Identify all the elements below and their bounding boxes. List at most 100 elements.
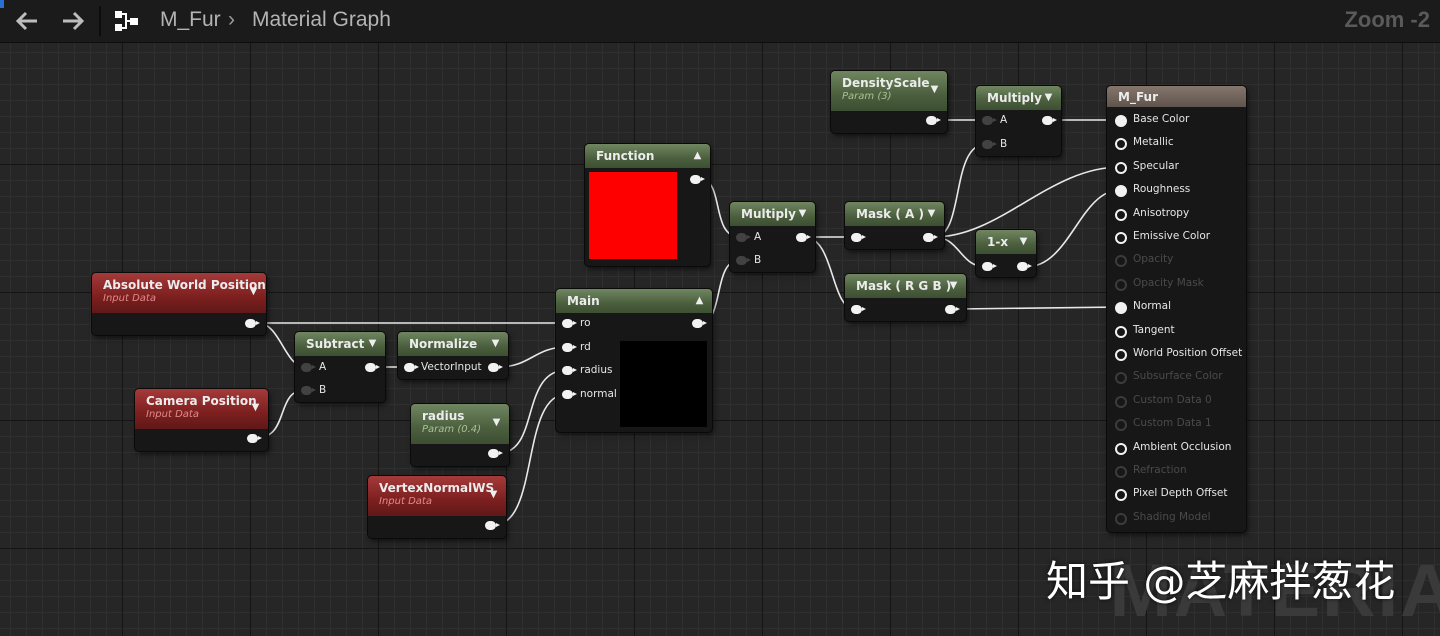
forward-button[interactable] <box>60 8 86 34</box>
node-header[interactable]: Multiply ▼ <box>976 86 1061 110</box>
chevron-down-icon[interactable]: ▼ <box>491 338 500 349</box>
input-pin-b[interactable] <box>301 386 316 395</box>
node-header[interactable]: VertexNormalWS Input Data ▼ <box>368 476 506 516</box>
one-minus-node[interactable]: 1-x ▼ <box>976 230 1036 277</box>
node-header[interactable]: M_Fur <box>1107 86 1246 107</box>
input-pin-normal[interactable] <box>562 390 577 399</box>
material-input-label: Custom Data 1 <box>1133 417 1212 430</box>
chevron-up-icon[interactable]: ▲ <box>695 295 704 306</box>
material-input-pin[interactable] <box>1115 442 1127 455</box>
material-input-pin[interactable] <box>1115 232 1127 244</box>
input-pin-b[interactable] <box>982 140 997 149</box>
chevron-down-icon[interactable]: ▼ <box>1044 92 1053 103</box>
output-pin[interactable] <box>365 363 380 372</box>
output-pin[interactable] <box>247 434 262 443</box>
node-header[interactable]: Camera Position Input Data ▼ <box>135 389 268 429</box>
function-node[interactable]: Function ▲ <box>585 144 710 266</box>
node-header[interactable]: Normalize ▼ <box>398 332 508 356</box>
chevron-down-icon[interactable]: ▼ <box>1019 236 1028 247</box>
output-pin[interactable] <box>245 319 260 328</box>
output-pin[interactable] <box>796 233 811 242</box>
breadcrumb-graph[interactable]: Material Graph <box>252 8 391 31</box>
chevron-down-icon[interactable]: ▼ <box>489 489 498 500</box>
multiply-node-top[interactable]: Multiply ▼ A B <box>976 86 1061 156</box>
material-input-pin[interactable] <box>1115 302 1127 315</box>
subtract-node[interactable]: Subtract ▼ A B <box>295 332 385 402</box>
input-pin[interactable] <box>851 305 866 314</box>
chevron-up-icon[interactable]: ▲ <box>693 150 702 161</box>
node-header[interactable]: Subtract ▼ <box>295 332 385 356</box>
back-button[interactable] <box>14 8 40 34</box>
chevron-down-icon[interactable]: ▼ <box>949 280 958 291</box>
input-pin[interactable] <box>851 233 866 242</box>
material-input-pin[interactable] <box>1115 115 1127 127</box>
multiply-node-mid[interactable]: Multiply ▼ A B <box>730 202 815 272</box>
chevron-down-icon[interactable]: ▼ <box>927 208 936 219</box>
material-input-label: Custom Data 0 <box>1133 393 1212 406</box>
chevron-down-icon[interactable]: ▼ <box>249 286 258 297</box>
color-preview-swatch <box>620 341 707 427</box>
output-pin[interactable] <box>488 449 503 458</box>
material-input-pin <box>1115 372 1127 385</box>
node-header[interactable]: DensityScale Param (3) ▼ <box>831 71 947 111</box>
node-header[interactable]: Absolute World Position Input Data ▼ <box>92 273 266 313</box>
node-header[interactable]: Function ▲ <box>585 144 710 168</box>
normalize-node[interactable]: Normalize ▼ VectorInput <box>398 332 508 379</box>
node-subtitle: Input Data <box>146 409 199 420</box>
material-input-pin[interactable] <box>1115 208 1127 221</box>
input-pin-a[interactable] <box>982 116 997 125</box>
output-pin[interactable] <box>485 521 500 530</box>
output-pin[interactable] <box>926 116 941 125</box>
material-input-label: Ambient Occlusion <box>1133 440 1232 453</box>
node-header[interactable]: Main ▲ <box>556 289 712 313</box>
output-pin[interactable] <box>945 305 960 314</box>
output-pin[interactable] <box>690 175 705 184</box>
input-pin-radius[interactable] <box>562 366 577 375</box>
input-pin[interactable] <box>404 363 419 372</box>
output-pin[interactable] <box>692 319 707 328</box>
node-header[interactable]: 1-x ▼ <box>976 230 1036 254</box>
output-pin[interactable] <box>1017 262 1032 271</box>
material-input-label: Shading Model <box>1133 510 1211 523</box>
node-header[interactable]: Mask ( A ) ▼ <box>845 202 944 226</box>
mask-rgb-node[interactable]: Mask ( R G B ) ▼ <box>845 274 966 321</box>
input-pin-rd[interactable] <box>562 343 577 352</box>
output-pin[interactable] <box>923 233 938 242</box>
pin-label-radius: radius <box>580 364 613 376</box>
graph-toolbar: M_Fur › Material Graph Zoom -2 <box>0 0 1440 43</box>
input-pin[interactable] <box>982 262 997 271</box>
output-pin[interactable] <box>488 363 503 372</box>
density-scale-node[interactable]: DensityScale Param (3) ▼ <box>831 71 947 133</box>
material-input-pin[interactable] <box>1115 138 1127 151</box>
material-input-pin[interactable] <box>1115 325 1127 338</box>
main-custom-node[interactable]: Main ▲ ro rd radius normal <box>556 289 712 432</box>
input-pin-ro[interactable] <box>562 319 577 328</box>
input-pin-a[interactable] <box>301 363 316 372</box>
chevron-down-icon[interactable]: ▼ <box>798 208 807 219</box>
absolute-world-position-node[interactable]: Absolute World Position Input Data ▼ <box>92 273 266 335</box>
node-header[interactable]: Mask ( R G B ) ▼ <box>845 274 966 298</box>
node-header[interactable]: Multiply ▼ <box>730 202 815 226</box>
node-header[interactable]: radius Param (0.4) ▼ <box>411 404 509 444</box>
chevron-down-icon[interactable]: ▼ <box>368 338 377 349</box>
pin-label-a: A <box>754 231 762 243</box>
material-input-label: Opacity Mask <box>1133 276 1204 289</box>
material-input-pin[interactable] <box>1115 349 1127 361</box>
vertex-normal-ws-node[interactable]: VertexNormalWS Input Data ▼ <box>368 476 506 538</box>
node-subtitle: Param (3) <box>842 91 892 102</box>
chevron-down-icon[interactable]: ▼ <box>930 84 939 95</box>
radius-param-node[interactable]: radius Param (0.4) ▼ <box>411 404 509 466</box>
input-pin-a[interactable] <box>736 233 751 242</box>
breadcrumb-asset[interactable]: M_Fur <box>160 8 221 31</box>
material-input-pin[interactable] <box>1115 161 1127 174</box>
output-pin[interactable] <box>1042 116 1057 125</box>
mask-a-node[interactable]: Mask ( A ) ▼ <box>845 202 944 249</box>
pin-label-vector-input: VectorInput <box>421 361 482 373</box>
input-pin-b[interactable] <box>736 256 751 265</box>
material-input-pin[interactable] <box>1115 185 1127 198</box>
chevron-down-icon[interactable]: ▼ <box>492 417 501 428</box>
material-input-pin[interactable] <box>1115 489 1127 502</box>
camera-position-node[interactable]: Camera Position Input Data ▼ <box>135 389 268 451</box>
chevron-down-icon[interactable]: ▼ <box>251 402 260 413</box>
